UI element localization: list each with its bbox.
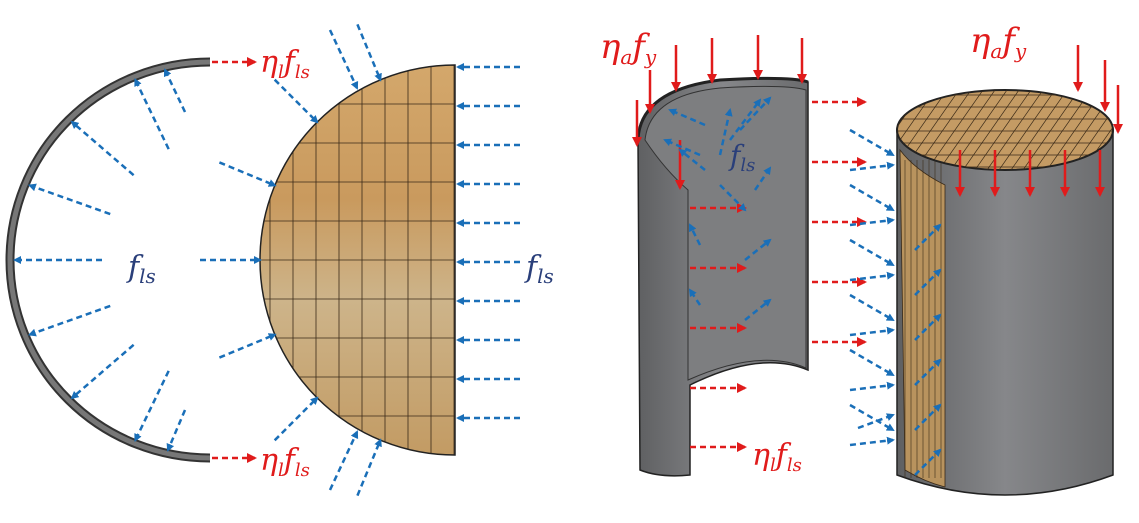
- confining-pressure-arrow: [328, 430, 359, 491]
- confining-pressure-arrow: [914, 223, 942, 251]
- confining-pressure-arrow: [668, 108, 706, 127]
- confining-pressure-arrow: [744, 298, 772, 321]
- confining-pressure-arrow: [27, 304, 111, 337]
- confining-pressure-arrow: [134, 370, 170, 442]
- confining-pressure-arrow: [70, 343, 135, 400]
- confining-pressure-arrow: [849, 381, 895, 392]
- confining-pressure-arrow: [218, 333, 277, 359]
- confining-pressure-arrow: [849, 271, 895, 282]
- confining-pressure-arrow: [849, 238, 895, 267]
- steel-tube-opened: [636, 76, 809, 477]
- confining-pressure-arrow: [849, 436, 895, 447]
- confining-pressure-arrow: [849, 128, 895, 157]
- steel-pressure-label: fls: [126, 250, 156, 288]
- confining-pressure-arrow: [914, 403, 942, 431]
- confining-pressure-arrow: [356, 438, 382, 497]
- confining-pressure-arrow: [857, 413, 895, 430]
- confining-pressure-arrow: [849, 326, 895, 337]
- confining-pressure-arrow: [688, 223, 702, 246]
- left-cross-section: fls fls ηlfls ηlfls: [5, 23, 554, 497]
- hoop-stress-bottom-label: ηlfls: [260, 443, 310, 481]
- confining-pressure-arrow: [718, 108, 733, 156]
- axial-stress-core-label: ηafy: [970, 21, 1027, 63]
- confining-pressure-arrow: [273, 396, 319, 442]
- concrete-filled-column: [896, 89, 1114, 496]
- confining-pressure-arrow: [849, 293, 895, 322]
- confining-pressure-arrow: [744, 238, 772, 261]
- confining-pressure-arrow: [729, 98, 762, 141]
- hoop-stress-label: ηlfls: [752, 438, 802, 476]
- confining-pressure-arrow: [914, 268, 942, 296]
- axial-stress-tube-label: ηafy: [600, 27, 657, 69]
- confining-pressure-arrow: [273, 78, 319, 124]
- confining-pressure-arrow: [70, 120, 135, 177]
- confining-pressure-arrow: [849, 161, 895, 172]
- confining-pressure-arrow: [849, 216, 895, 227]
- concrete-pressure-label: fls: [524, 250, 554, 288]
- confining-pressure-arrow: [328, 29, 359, 90]
- hoop-stress-top-label: ηlfls: [260, 45, 310, 83]
- confining-pressure-arrow: [719, 184, 747, 212]
- confining-pressure-arrow: [27, 183, 111, 216]
- concrete-top-face: [896, 89, 1114, 171]
- concrete-core-half: [260, 65, 455, 455]
- confining-pressure-arrow: [356, 23, 382, 82]
- confining-pressure-arrow: [134, 78, 170, 150]
- confining-pressure-arrow: [849, 183, 895, 212]
- confining-pressure-arrow: [688, 288, 702, 306]
- confining-pressure-arrow: [753, 166, 772, 191]
- confining-pressure-arrow: [678, 148, 706, 171]
- confining-pressure-arrow: [914, 448, 942, 476]
- confining-pressure-arrow: [849, 403, 895, 432]
- confining-pressure-arrow: [739, 96, 772, 131]
- confining-pressure-arrow: [163, 68, 187, 113]
- confining-pressure-arrow: [663, 138, 701, 157]
- confining-pressure-arrow: [849, 348, 895, 377]
- confining-pressure-arrow: [218, 161, 277, 187]
- confining-pressure-arrow: [914, 313, 942, 341]
- confining-pressure-arrow: [914, 358, 942, 386]
- confining-pressure-arrow: [166, 409, 187, 452]
